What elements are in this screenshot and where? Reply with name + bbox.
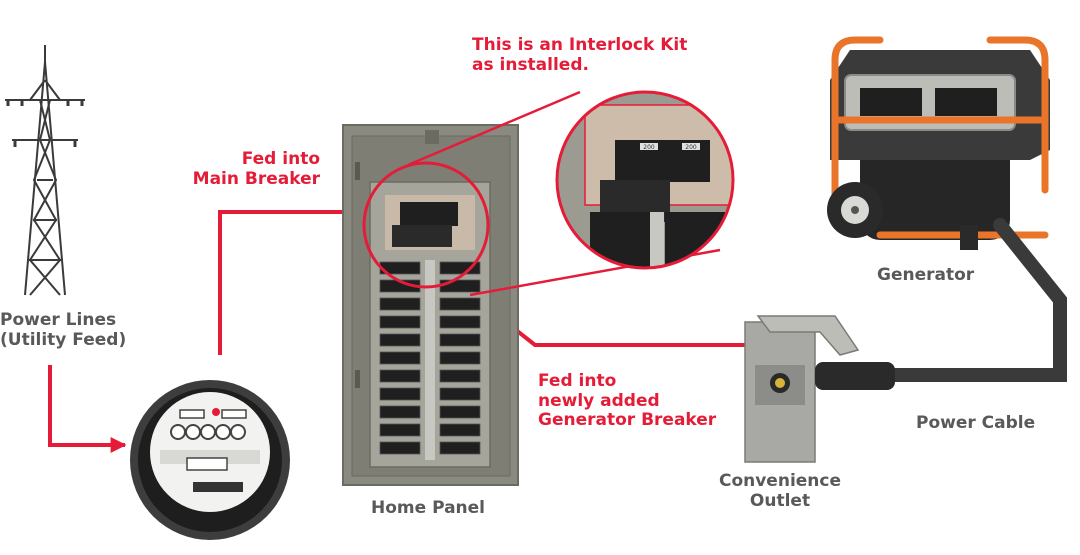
- power-lines-line-2: (Utility Feed): [0, 329, 127, 350]
- breaker-rating-label: 200: [643, 144, 655, 151]
- breaker-panel-icon: [342, 124, 519, 486]
- fed-gen-line-1: Fed into: [538, 371, 617, 391]
- power-lines-label: Power Lines (Utility Feed): [0, 310, 127, 350]
- fed-gen-line-2: newly added: [538, 390, 660, 411]
- breaker-rating-label: 200: [685, 144, 697, 151]
- outlet-line-1: Convenience: [718, 471, 842, 491]
- fed-main-breaker-label: Fed into Main Breaker: [190, 149, 320, 189]
- transmission-tower-icon: [5, 45, 85, 296]
- convenience-outlet-label: Convenience Outlet: [715, 471, 845, 511]
- interlock-highlight-circle: [362, 161, 490, 289]
- interlock-line-2: as installed.: [472, 54, 589, 75]
- fed-generator-breaker-label: Fed into newly added Generator Breaker: [538, 371, 717, 431]
- fed-main-line-1: Fed into: [241, 149, 320, 169]
- power-cable-icon: [873, 218, 1067, 382]
- power-cable-label: Power Cable: [916, 413, 1036, 433]
- generator-icon: [827, 36, 1050, 250]
- outlet-box-icon: [744, 315, 895, 463]
- outlet-line-2: Outlet: [749, 490, 811, 511]
- meter-to-main-breaker-arrow: [218, 204, 374, 355]
- home-panel-label: Home Panel: [371, 498, 486, 518]
- fed-main-line-2: Main Breaker: [192, 168, 320, 189]
- interlock-kit-label: This is an Interlock Kit as installed.: [472, 35, 688, 75]
- utility-to-meter-arrow: [48, 365, 127, 453]
- interlock-zoom-view: 200 200: [555, 90, 735, 270]
- electric-meter-icon: [130, 380, 290, 540]
- fed-gen-line-3: Generator Breaker: [538, 410, 717, 431]
- generator-label: Generator: [877, 265, 975, 285]
- power-lines-line-1: Power Lines: [0, 310, 117, 330]
- interlock-line-1: This is an Interlock Kit: [472, 35, 688, 55]
